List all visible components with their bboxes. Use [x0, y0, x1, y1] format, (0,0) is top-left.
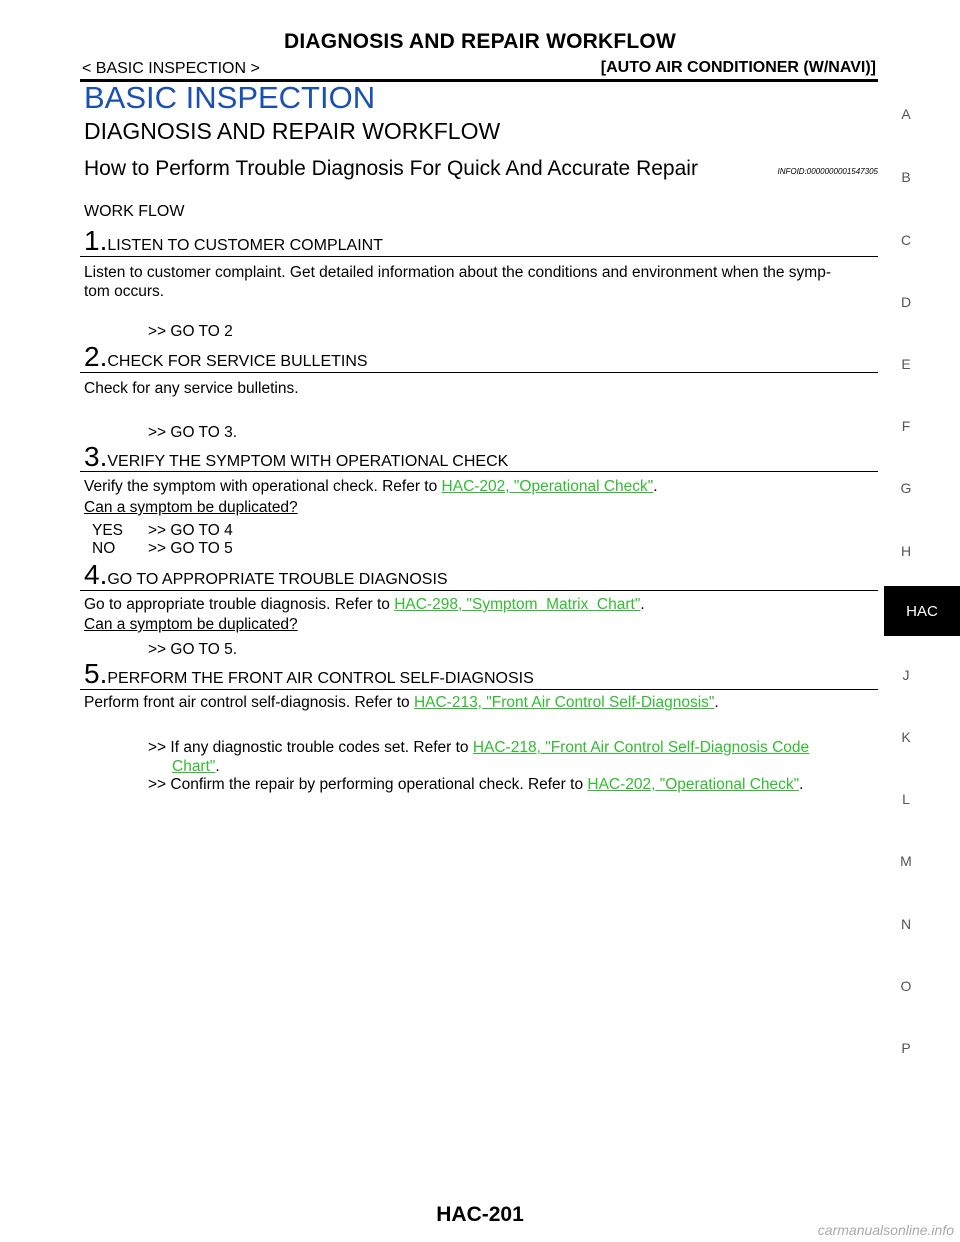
step-1-title: LISTEN TO CUSTOMER COMPLAINT [107, 237, 383, 254]
header-rule [80, 79, 878, 82]
step-5-result-1-cont: Chart". [172, 758, 220, 775]
step-3-yes-goto: >> GO TO 4 [148, 522, 233, 539]
step-1-body-cont: tom occurs. [84, 283, 165, 300]
step-4-body: Go to appropriate trouble diagnosis. Ref… [84, 596, 645, 613]
step-4-title: GO TO APPROPRIATE TROUBLE DIAGNOSIS [107, 571, 448, 588]
page-number: HAC-201 [436, 1203, 524, 1226]
link-hac-202-operational-check[interactable]: HAC-202, "Operational Check" [441, 478, 654, 495]
step-3-yes-label: YES [92, 522, 124, 539]
step-4-number: 4. [84, 559, 108, 590]
info-id: INFOID:0000000001547305 [777, 167, 878, 176]
step-2-number: 2. [84, 341, 108, 372]
step-1-heading: 1.LISTEN TO CUSTOMER COMPLAINT [84, 225, 383, 257]
header-model: [AUTO AIR CONDITIONER (W/NAVI)] [600, 59, 876, 76]
step-2-body: Check for any service bulletins. [84, 380, 299, 397]
step-5-result-2: >> Confirm the repair by performing oper… [148, 776, 804, 793]
subsection-title: DIAGNOSIS AND REPAIR WORKFLOW [84, 118, 501, 144]
header-title: DIAGNOSIS AND REPAIR WORKFLOW [284, 30, 676, 53]
link-hac-298-symptom-matrix-chart[interactable]: HAC-298, "Symptom Matrix Chart" [394, 596, 641, 613]
side-index-e[interactable]: E [901, 356, 911, 372]
step-5-body: Perform front air control self-diagnosis… [84, 694, 719, 711]
step-4-heading: 4.GO TO APPROPRIATE TROUBLE DIAGNOSIS [84, 559, 448, 591]
step-5-number: 5. [84, 658, 108, 689]
step-4-goto: >> GO TO 5. [148, 641, 238, 658]
step-2-title: CHECK FOR SERVICE BULLETINS [107, 353, 368, 370]
step-1-goto: >> GO TO 2 [148, 323, 233, 340]
link-hac-218-chart-cont[interactable]: Chart" [172, 758, 216, 775]
step-1-rule [80, 256, 878, 257]
side-index-c[interactable]: C [900, 232, 912, 248]
step-5-heading: 5.PERFORM THE FRONT AIR CONTROL SELF-DIA… [84, 658, 534, 690]
side-index-f[interactable]: F [901, 418, 911, 434]
side-index-b[interactable]: B [901, 169, 911, 185]
step-1-body: Listen to customer complaint. Get detail… [84, 264, 831, 281]
step-1-number: 1. [84, 225, 108, 256]
section-title: BASIC INSPECTION [84, 80, 376, 115]
step-2-goto: >> GO TO 3. [148, 424, 238, 441]
side-tab-hac[interactable]: HAC [884, 586, 960, 636]
link-hac-218-self-diagnosis-code-chart[interactable]: HAC-218, "Front Air Control Self-Diagnos… [472, 739, 810, 756]
side-index-g[interactable]: G [900, 480, 912, 496]
step-5-result-1: >> If any diagnostic trouble codes set. … [148, 739, 810, 756]
side-index-m[interactable]: M [900, 853, 912, 869]
step-4-rule [80, 590, 878, 591]
link-hac-202-operational-check-2[interactable]: HAC-202, "Operational Check" [587, 776, 800, 793]
side-index-l[interactable]: L [902, 791, 910, 807]
side-index-j[interactable]: J [902, 667, 910, 683]
step-3-body: Verify the symptom with operational chec… [84, 478, 658, 495]
side-index-p[interactable]: P [901, 1040, 911, 1056]
watermark: carmanualsonline.info [817, 1222, 954, 1238]
link-hac-213-front-air-control-self-diagnosis[interactable]: HAC-213, "Front Air Control Self-Diagnos… [413, 694, 715, 711]
procedure-title: How to Perform Trouble Diagnosis For Qui… [84, 157, 698, 180]
side-index-k[interactable]: K [901, 729, 911, 745]
header-breadcrumb: < BASIC INSPECTION > [82, 60, 260, 77]
side-index-a[interactable]: A [901, 106, 911, 122]
step-2-heading: 2.CHECK FOR SERVICE BULLETINS [84, 341, 368, 373]
step-5-rule [80, 689, 878, 690]
workflow-label: WORK FLOW [84, 203, 185, 220]
step-3-number: 3. [84, 441, 108, 472]
step-3-no-goto: >> GO TO 5 [148, 540, 233, 557]
side-index-o[interactable]: O [900, 978, 912, 994]
step-3-rule [80, 471, 878, 472]
step-3-title: VERIFY THE SYMPTOM WITH OPERATIONAL CHEC… [107, 453, 509, 470]
step-4-question: Can a symptom be duplicated? [84, 616, 298, 633]
side-index-h[interactable]: H [900, 543, 912, 559]
step-2-rule [80, 372, 878, 373]
side-index-d[interactable]: D [900, 294, 912, 310]
step-3-no-label: NO [92, 540, 116, 557]
step-3-heading: 3.VERIFY THE SYMPTOM WITH OPERATIONAL CH… [84, 441, 508, 473]
side-index-n[interactable]: N [900, 916, 912, 932]
step-3-question: Can a symptom be duplicated? [84, 499, 298, 516]
step-5-title: PERFORM THE FRONT AIR CONTROL SELF-DIAGN… [107, 670, 534, 687]
